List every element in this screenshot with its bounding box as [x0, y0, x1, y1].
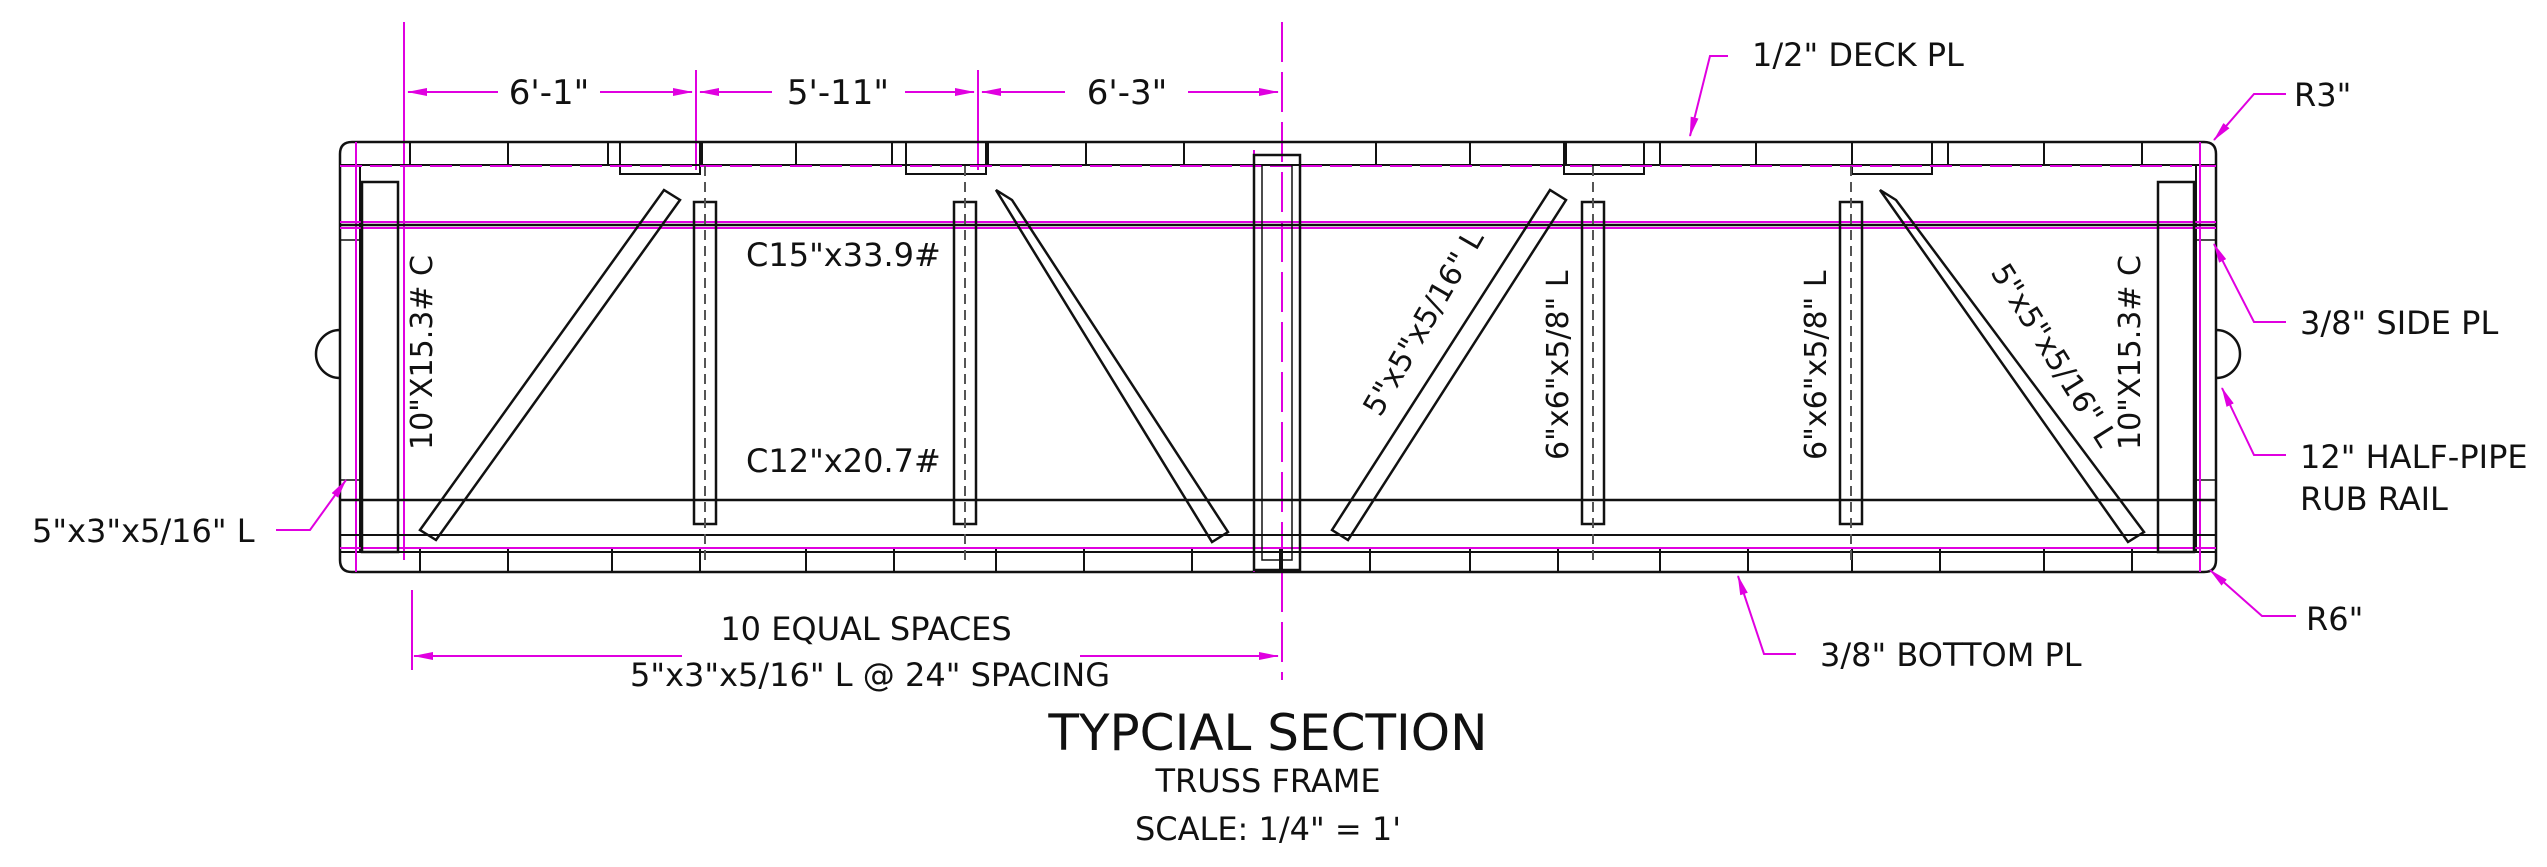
spacing-dimension — [411, 590, 1279, 670]
deck-plate-label: 1/2" DECK PL — [1752, 36, 1964, 74]
hull-outline — [314, 140, 2242, 574]
dim-top-3: 6'-3" — [1087, 73, 1168, 113]
deck-stiffeners — [409, 141, 2143, 175]
spaces-label-1: 10 EQUAL SPACES — [720, 610, 1011, 648]
left-rub-rail — [314, 328, 341, 380]
section-scale: SCALE: 1/4" = 1' — [1135, 810, 1401, 848]
bottom-radius-label: R6" — [2306, 600, 2363, 638]
bottom-chord-label: C12"x20.7# — [746, 442, 941, 480]
construction-lines — [340, 142, 2216, 572]
vertical-centerlines — [704, 166, 1852, 560]
center-splice — [1252, 153, 1302, 572]
dim-top-1: 6'-1" — [509, 73, 590, 113]
top-radius-label: R3" — [2294, 76, 2351, 114]
rub-rail-label-1: 12" HALF-PIPE — [2300, 438, 2528, 476]
side-plate-label: 3/8" SIDE PL — [2300, 304, 2498, 342]
leader-lines — [276, 55, 2296, 655]
diagonal-members — [418, 188, 2146, 544]
diag-left-label: 5"x5"x5/16" L — [1357, 224, 1492, 422]
diag-right-label: 5"x5"x5/16" L — [1983, 258, 2123, 454]
right-channel-label: 10"X15.3# C — [2113, 255, 2148, 450]
right-end-channel — [2156, 180, 2196, 554]
section-subtitle: TRUSS FRAME — [1154, 762, 1380, 800]
top-dimensions — [403, 22, 1283, 680]
top-chord-label: C15"x33.9# — [746, 236, 941, 274]
rub-rail-label-2: RUB RAIL — [2300, 480, 2448, 518]
dim-top-2: 5'-11" — [787, 73, 889, 113]
left-end-channel — [360, 180, 400, 554]
vert-a-label: 6"x6"x5/8" L — [1541, 270, 1576, 460]
section-title: TYPCIAL SECTION — [1047, 704, 1487, 762]
left-angle-label: 5"x3"x5/16" L — [32, 512, 255, 550]
bottom-chord — [340, 498, 2216, 536]
spaces-label-2: 5"x3"x5/16" L @ 24" SPACING — [630, 656, 1110, 694]
left-channel-label: 10"X15.3# C — [405, 255, 440, 450]
bottom-plate-label: 3/8" BOTTOM PL — [1820, 636, 2082, 674]
right-rub-rail — [2215, 328, 2242, 380]
vert-b-label: 6"x6"x5/8" L — [1799, 270, 1834, 460]
